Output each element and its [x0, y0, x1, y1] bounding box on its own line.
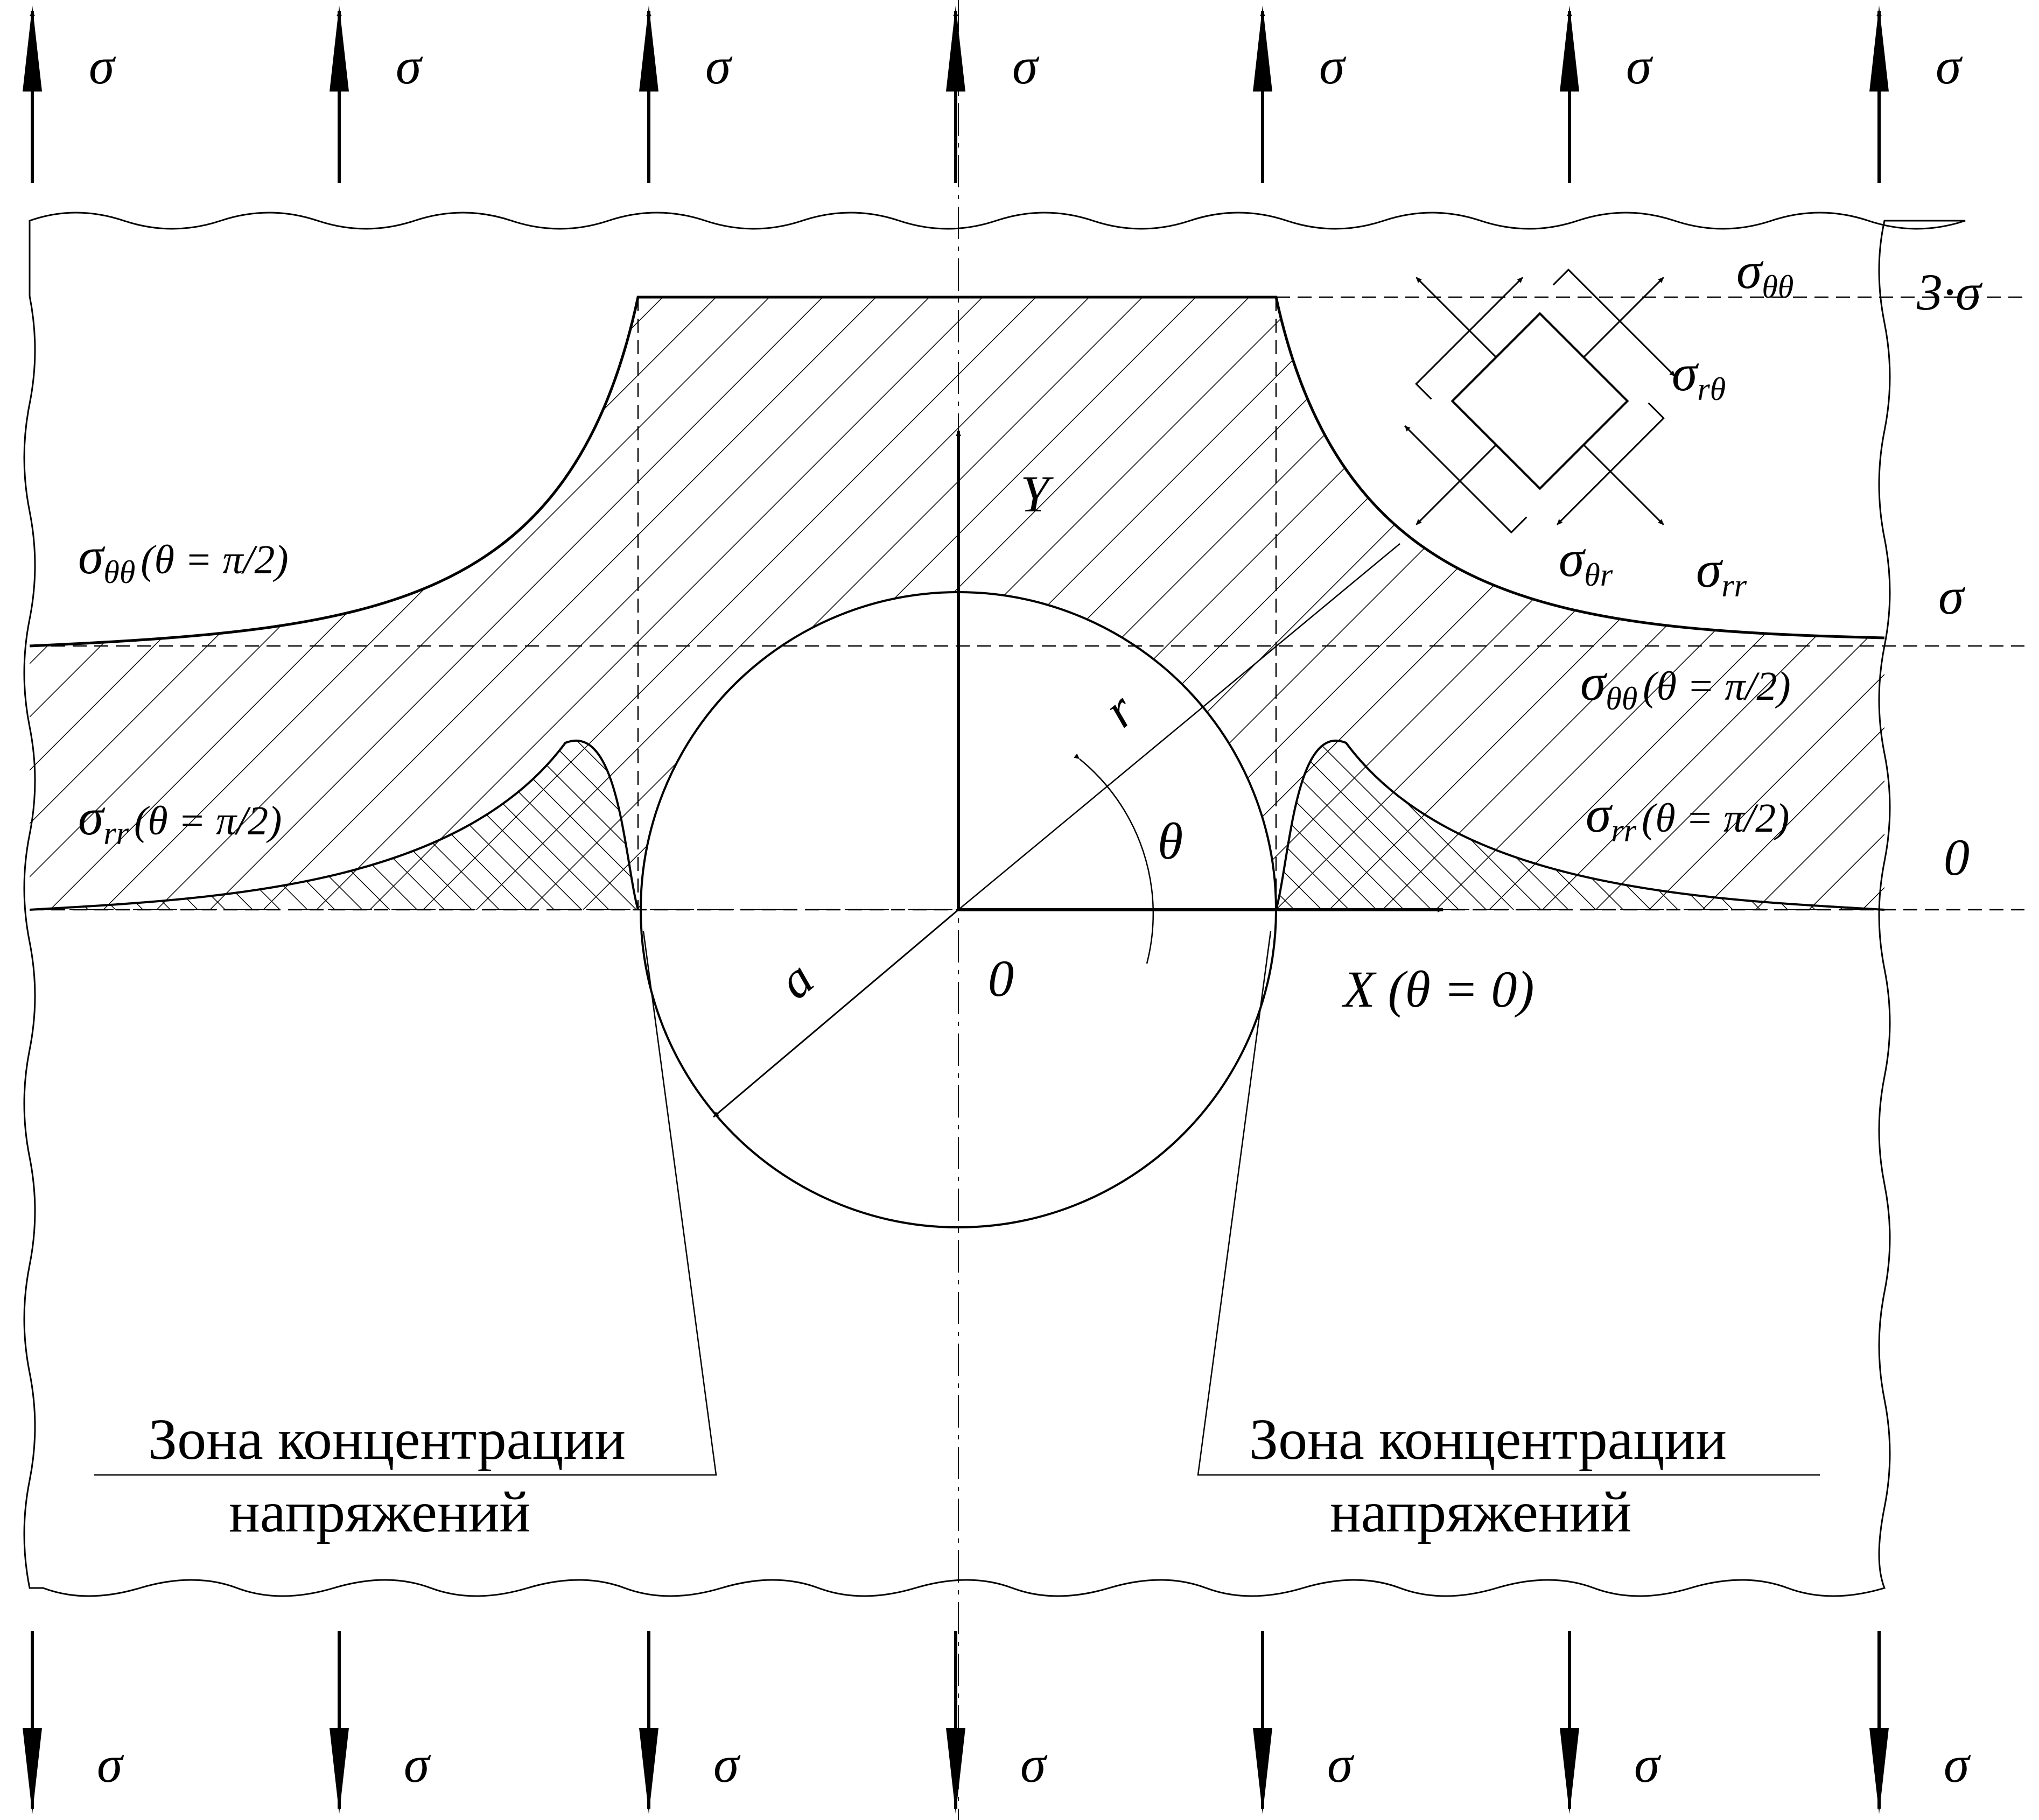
load-arrowhead-up-4	[946, 5, 965, 92]
y-axis-label: Y	[1020, 465, 1054, 523]
sigma-rr-right-cond: (θ = π/2)	[1642, 796, 1789, 841]
s-tr-main: σ	[1559, 530, 1586, 587]
origin-label: 0	[988, 950, 1014, 1007]
three-sigma-label: 3·σ	[1916, 263, 1983, 321]
level-labels: 3·σ σ 0	[1916, 263, 1983, 886]
sigma-rr-right-sub: rr	[1611, 813, 1636, 848]
sigma-rr-right-main: σ	[1586, 785, 1613, 843]
sigma-tt-left-main: σ	[78, 527, 106, 585]
sigma-tt-left-cond: (θ = π/2)	[141, 537, 288, 582]
zone-right-line1: Зона концентрации	[1249, 1408, 1727, 1472]
sigma-rr-left-sub: rr	[103, 816, 129, 851]
svg-text:σrr: σrr	[1696, 540, 1747, 603]
sigma-top-5: σ	[1319, 37, 1347, 95]
svg-text:σrr(θ = π/2): σrr(θ = π/2)	[78, 788, 282, 851]
x-axis-label: X (θ = 0)	[1341, 960, 1534, 1018]
sigma-top-4: σ	[1012, 37, 1040, 95]
angle-arc	[1074, 753, 1154, 964]
sigma-rr-left-cond: (θ = π/2)	[134, 798, 282, 844]
svg-text:σθr: σθr	[1559, 530, 1613, 593]
zone-left-line1: Зона концентрации	[148, 1408, 626, 1472]
element-labels: σθθ σrθ σθr σrr	[1559, 242, 1793, 603]
distribution-labels: σθθ(θ = π/2) σrr(θ = π/2) σθθ(θ = π/2) σ…	[78, 527, 1791, 851]
s-tt-main: σ	[1736, 242, 1764, 299]
load-arrowhead-down-6	[1560, 1728, 1579, 1814]
svg-text:σθθ: σθθ	[1736, 242, 1793, 305]
zero-level-label: 0	[1944, 828, 1970, 886]
sigma-theta-theta-curve	[29, 296, 1885, 648]
s-tr-sub: θr	[1584, 557, 1613, 593]
sigma-bottom-3: σ	[713, 1735, 741, 1793]
sigma-top-3: σ	[705, 37, 733, 95]
svg-text:σrθ: σrθ	[1672, 344, 1726, 407]
load-arrowhead-down-4	[946, 1728, 965, 1814]
sigma-top-1: σ	[89, 37, 116, 95]
sigma-bottom-2: σ	[404, 1735, 431, 1793]
load-arrowhead-down-7	[1869, 1728, 1889, 1814]
load-arrowhead-up-7	[1869, 5, 1889, 92]
sigma-rr-left-main: σ	[78, 788, 106, 846]
stress-element	[1404, 268, 1676, 534]
zone-right-line2: напряжений	[1330, 1480, 1631, 1544]
sigma-tt-right-main: σ	[1580, 653, 1608, 711]
sigma-top-6: σ	[1626, 37, 1653, 95]
load-arrowhead-up-6	[1560, 5, 1579, 92]
s-rt-sub: rθ	[1697, 371, 1726, 407]
sigma-rr-curves	[29, 740, 1885, 911]
load-arrowhead-down-5	[1253, 1728, 1272, 1814]
zone-left-line2: напряжений	[229, 1480, 530, 1544]
radius-line	[958, 543, 1400, 910]
angle-label: θ	[1158, 812, 1183, 870]
svg-text:σrr(θ = π/2): σrr(θ = π/2)	[1586, 785, 1789, 848]
sigma-top-7: σ	[1936, 37, 1963, 95]
s-tt-sub: θθ	[1762, 269, 1793, 305]
zone-labels: Зона концентрации напряжений Зона концен…	[148, 1408, 1727, 1544]
load-arrowhead-down-3	[639, 1728, 658, 1814]
sigma-bottom-5: σ	[1327, 1735, 1355, 1793]
load-arrowhead-up-5	[1253, 5, 1272, 92]
load-arrowhead-down-1	[23, 1728, 42, 1814]
sigma-bottom-6: σ	[1634, 1735, 1662, 1793]
sigma-rr-left-distribution	[30, 740, 638, 910]
sigma-bottom-7: σ	[1944, 1735, 1971, 1793]
s-rt-main: σ	[1672, 344, 1699, 402]
sigma-level-label: σ	[1938, 567, 1966, 625]
load-arrowhead-up-2	[330, 5, 349, 92]
load-arrowhead-up-3	[639, 5, 658, 92]
s-rr-sub: rr	[1721, 568, 1747, 603]
load-arrowhead-up-1	[23, 5, 42, 92]
sigma-tt-right-sub: θθ	[1606, 681, 1637, 716]
zone-leaders	[94, 931, 1820, 1476]
hole-radius-arrow	[713, 909, 959, 1118]
svg-text:σθθ(θ = π/2): σθθ(θ = π/2)	[78, 527, 289, 590]
s-rr-main: σ	[1696, 540, 1723, 598]
sigma-bottom-1: σ	[97, 1735, 124, 1793]
load-arrowhead-down-2	[330, 1728, 349, 1814]
svg-text:σθθ(θ = π/2): σθθ(θ = π/2)	[1580, 653, 1791, 716]
sigma-rr-right-distribution	[1276, 740, 1884, 910]
sigma-top-2: σ	[396, 37, 423, 95]
sigma-bottom-4: σ	[1020, 1735, 1048, 1793]
sigma-tt-right-cond: (θ = π/2)	[1643, 664, 1790, 709]
plate-outline	[23, 212, 1966, 1597]
sigma-tt-left-sub: θθ	[103, 554, 135, 590]
